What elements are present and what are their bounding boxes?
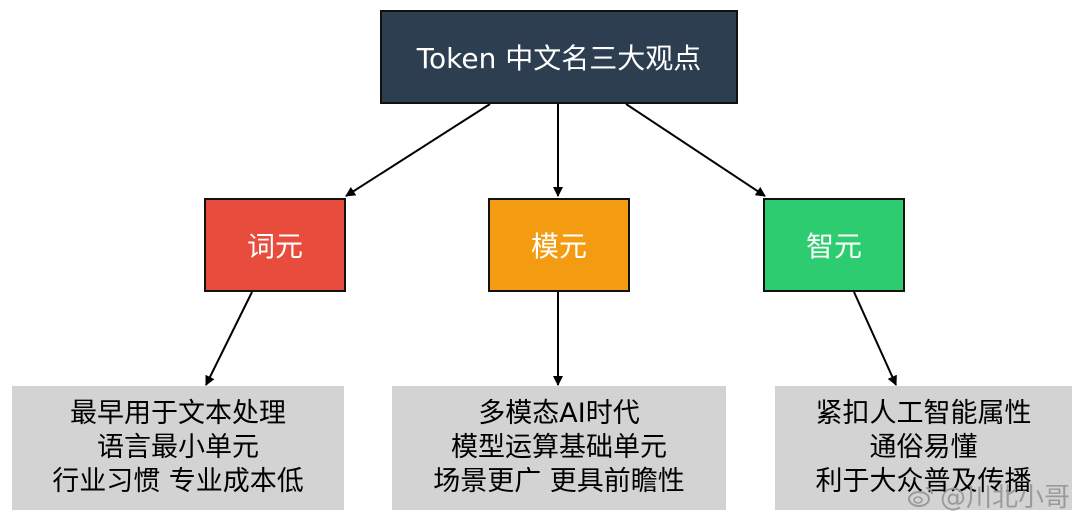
node-zhiyuan: 智元 (763, 198, 905, 292)
detail-line: 行业习惯 专业成本低 (52, 466, 304, 497)
detail-line: 紧扣人工智能属性 (815, 398, 1032, 429)
detail-line: 最早用于文本处理 (70, 398, 286, 429)
edge-root-to-ciyuan (345, 103, 491, 197)
details-moyuan: 多模态AI时代 模型运算基础单元 场景更广 更具前瞻性 (392, 386, 726, 510)
root-label: Token 中文名三大观点 (416, 42, 702, 75)
watermark: @川北小哥 (907, 477, 1070, 514)
details-ciyuan: 最早用于文本处理 语言最小单元 行业习惯 专业成本低 (12, 386, 344, 510)
node-moyuan-label: 模元 (530, 230, 587, 263)
watermark-text: @川北小哥 (939, 483, 1070, 513)
details-zhiyuan: 紧扣人工智能属性 通俗易懂 利于大众普及传播 (775, 386, 1072, 510)
node-moyuan: 模元 (488, 198, 630, 292)
edge-ciyuan-to-details (205, 291, 253, 386)
edge-root-to-zhiyuan (625, 103, 766, 197)
node-zhiyuan-label: 智元 (805, 230, 862, 263)
detail-line: 场景更广 更具前瞻性 (433, 466, 685, 497)
node-ciyuan-label: 词元 (246, 230, 303, 263)
weibo-icon (907, 486, 933, 507)
root-node: Token 中文名三大观点 (380, 10, 738, 104)
node-ciyuan: 词元 (204, 198, 346, 292)
detail-line: 语言最小单元 (97, 432, 259, 463)
edge-zhiyuan-to-details (853, 291, 897, 386)
detail-line: 通俗易懂 (869, 432, 978, 463)
detail-line: 模型运算基础单元 (451, 432, 667, 463)
detail-line: 多模态AI时代 (478, 398, 640, 429)
